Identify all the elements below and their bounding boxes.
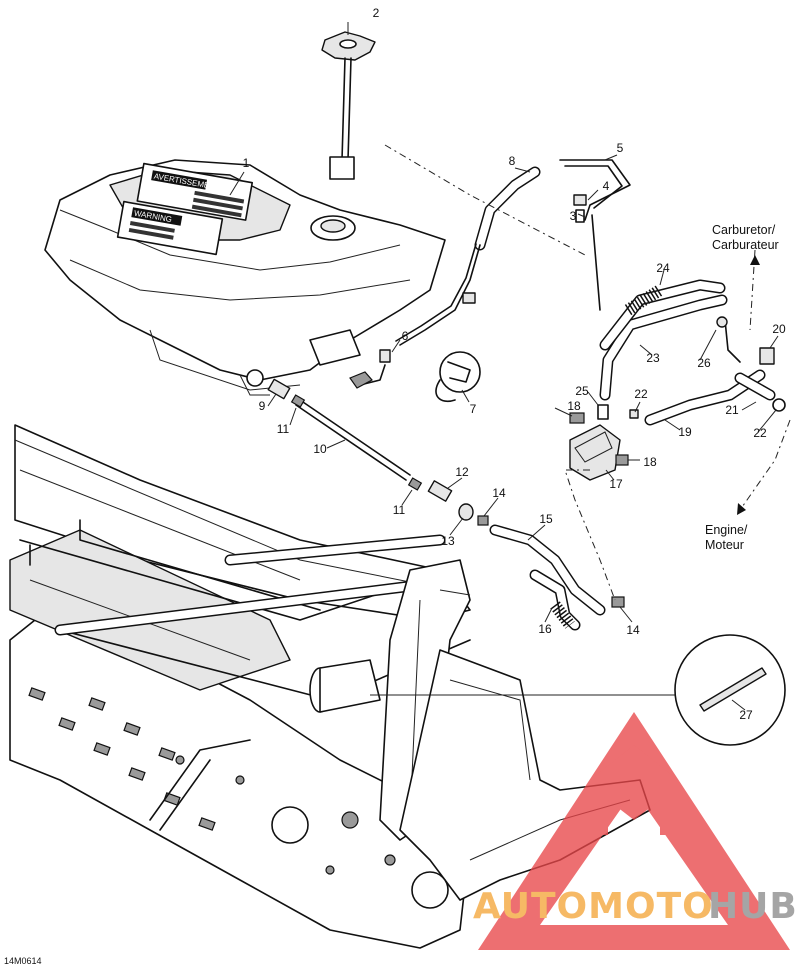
callout-c8: 8 [509, 154, 516, 168]
callout-c6: 6 [402, 329, 409, 343]
fittings-11-14 [407, 477, 625, 608]
callout-c21: 21 [725, 403, 739, 417]
watermark-triangle [478, 712, 790, 950]
callout-c3: 3 [570, 209, 577, 223]
callout-c4: 4 [603, 179, 610, 193]
callout-c18a: 18 [567, 399, 581, 413]
callout-c1: 1 [243, 156, 250, 170]
callout-c18b: 18 [643, 455, 657, 469]
fuel-tank: AVERTISSEMENT WARNING [44, 159, 446, 396]
chassis-frame [9, 424, 651, 949]
routing-lines [384, 144, 791, 601]
callout-c7: 7 [470, 402, 477, 416]
figure-code: 14M0614 [4, 956, 42, 966]
fuel-lines [599, 279, 786, 426]
carburetor-arrow [750, 255, 760, 265]
detail-circle-27 [370, 634, 786, 746]
carburetor-label-en: Carburetor/ [712, 223, 776, 237]
callout-c22b: 22 [753, 426, 767, 440]
fuel-cap [321, 31, 376, 180]
callout-c10: 10 [313, 442, 327, 456]
check-valve [573, 194, 601, 311]
callout-c11a: 11 [277, 422, 290, 436]
engine-arrow [737, 503, 746, 515]
callout-c22a: 22 [634, 387, 648, 401]
engine-label-en: Engine/ [705, 523, 748, 537]
callout-c14b: 14 [626, 623, 640, 637]
watermark-text-automoto: AUTOMOTO [473, 886, 714, 927]
clamp-detail-7 [349, 351, 481, 402]
watermark-text-hub: HUB [708, 886, 798, 927]
vent-hoses [395, 159, 631, 346]
callout-c2: 2 [373, 6, 380, 20]
leader-lines [229, 22, 779, 711]
callout-c26: 26 [697, 356, 711, 370]
warning-decal-fr: AVERTISSEMENT [136, 162, 254, 221]
callout-c14a: 14 [492, 486, 506, 500]
callout-c5: 5 [617, 141, 624, 155]
callout-c11b: 11 [393, 503, 406, 517]
callout-c12: 12 [455, 465, 469, 479]
callout-c17: 17 [609, 477, 623, 491]
callout-c23: 23 [646, 351, 660, 365]
fuel-pump [569, 347, 775, 481]
callout-c27: 27 [739, 708, 753, 722]
callout-c9: 9 [259, 399, 266, 413]
callout-c20: 20 [772, 322, 786, 336]
callout-c16: 16 [538, 622, 552, 636]
carburetor-label-fr: Carburateur [712, 238, 779, 252]
automotohub-watermark: AUTOMOTO HUB [473, 712, 798, 950]
callout-c13: 13 [441, 534, 455, 548]
warning-decal-en: WARNING [116, 200, 224, 256]
callout-c19: 19 [678, 425, 692, 439]
callout-c25: 25 [575, 384, 589, 398]
fuel-line-10 [267, 378, 411, 481]
callout-c15: 15 [539, 512, 553, 526]
callout-c24: 24 [656, 261, 670, 275]
hoses-15-16 [489, 524, 606, 631]
footrest-slots [28, 687, 216, 831]
engine-label-fr: Moteur [705, 538, 744, 552]
